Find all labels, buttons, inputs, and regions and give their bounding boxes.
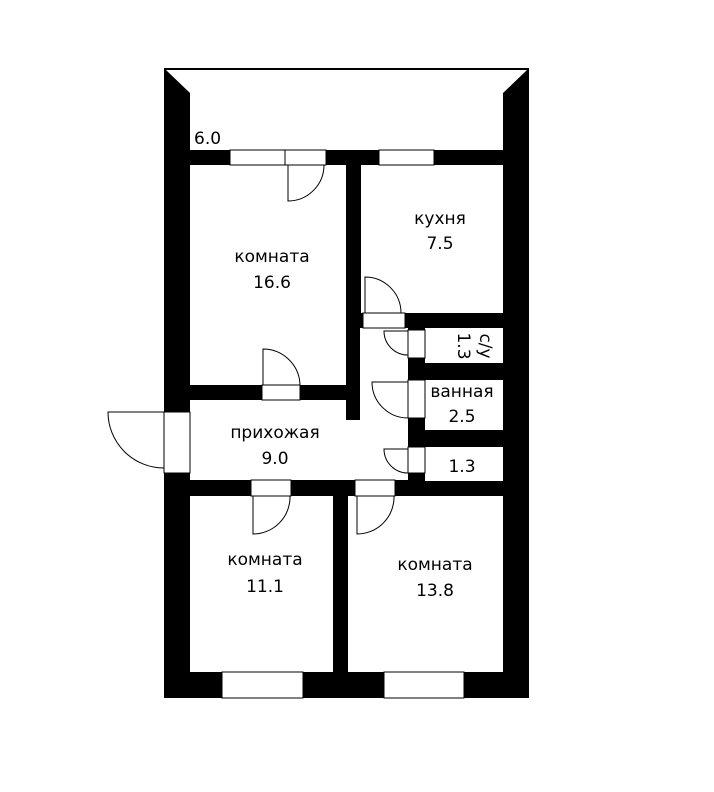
balcony-parapet [166,70,527,93]
kitchen-name: кухня [414,209,466,229]
window [378,149,435,166]
balcony-door-opening [284,149,327,166]
balcony [190,93,503,150]
door-swing [262,348,301,386]
room2-area: 11.1 [246,577,284,597]
door-swing [364,276,402,314]
door-swing [383,330,409,356]
door-swing [356,495,395,535]
room-door-opening [261,384,301,401]
kitchen [361,165,503,313]
door-swing [371,381,409,419]
wc-door-opening [407,329,426,359]
window [221,671,304,699]
window [229,149,286,166]
room1-name: комната [234,247,309,267]
room2-name: комната [227,550,302,570]
room-living-16 [190,165,346,385]
entrance-door-opening [163,411,191,474]
window [383,671,465,699]
room3-name: комната [397,555,472,575]
wc-name: с/у [475,333,495,358]
hallway [190,328,408,480]
room-13 [348,496,503,672]
kitchen-door-opening [362,312,406,329]
door-swing [383,448,409,474]
door-swing [252,495,291,535]
room1-area: 16.6 [253,273,291,293]
wc [425,328,503,363]
bathroom [425,380,503,430]
room3-area: 13.8 [416,581,454,601]
entrance-door-swing [107,411,165,469]
bath-area: 2.5 [448,407,475,427]
room-door-opening [354,479,396,497]
storage [425,447,503,481]
room-11 [190,496,333,672]
bath-name: ванная [430,382,493,402]
hall-name: прихожая [230,423,319,443]
door-swing [287,164,325,202]
bath-door-opening [407,379,426,419]
balcony-area: 6.0 [194,129,221,149]
storage-area: 1.3 [448,457,475,477]
room-door-opening [250,479,292,497]
storage-door-opening [407,446,426,474]
hall-area: 9.0 [261,449,288,469]
wc-area: 1.3 [453,332,473,359]
kitchen-area: 7.5 [426,234,453,254]
